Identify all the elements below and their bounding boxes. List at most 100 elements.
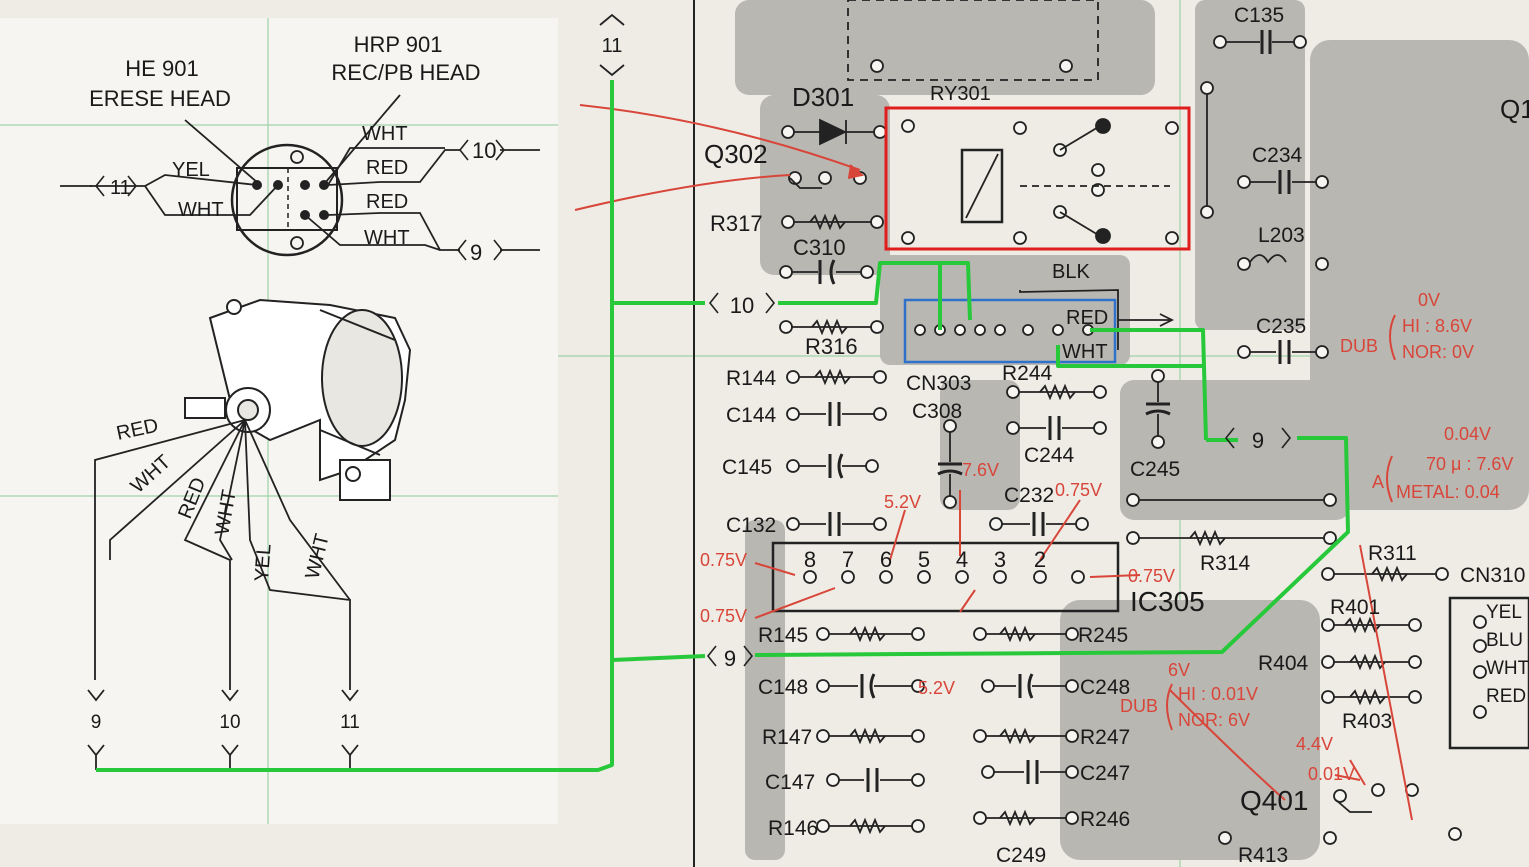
voltage-v5: 0.75V <box>1055 480 1102 500</box>
pin-wire-yel: YEL <box>172 159 210 181</box>
label-r401: R401 <box>1330 596 1380 619</box>
label-c245: C245 <box>1130 458 1180 481</box>
label-q302: Q302 <box>704 139 768 169</box>
dub-bottom-brace <box>1166 683 1173 731</box>
label-c145: C145 <box>722 456 772 479</box>
label-c232: C232 <box>1004 484 1054 507</box>
label-cn310: CN310 <box>1460 564 1525 587</box>
conn-ref-9-bottom: 9 <box>724 646 736 671</box>
label-r245: R245 <box>1078 624 1128 647</box>
label-c310: C310 <box>793 235 846 260</box>
label-c249: C249 <box>996 844 1046 867</box>
pcb-copper <box>735 0 1529 860</box>
voltage-v2: 0.75V <box>700 606 747 626</box>
voltage-v6: 0.75V <box>1128 566 1175 586</box>
head-diagram <box>60 94 540 770</box>
dub-top-hi: HI : 8.6V <box>1402 316 1472 336</box>
conn-ref-9-right: 9 <box>1252 428 1264 453</box>
label-r145: R145 <box>758 624 808 647</box>
ic-pin-6: 6 <box>880 547 892 572</box>
tape-a-label: A <box>1372 472 1384 492</box>
pin-wire-red-1: RED <box>366 157 408 179</box>
label-c147: C147 <box>765 771 815 794</box>
tape-line2: METAL: 0.04 <box>1396 482 1500 502</box>
voltage-v1: 0.75V <box>700 550 747 570</box>
pcb-graphics <box>599 0 1529 845</box>
rec-head-model: HRP 901 <box>354 32 443 57</box>
bottom-terminal-10: 10 <box>219 712 240 733</box>
connector-ref-11-left: 11 <box>110 177 131 199</box>
label-r147: R147 <box>762 726 812 749</box>
bottom-terminal-9: 9 <box>91 712 102 733</box>
label-ic305: IC305 <box>1130 586 1205 617</box>
voltage-v4: 7.6V <box>962 460 999 480</box>
label-r316: R316 <box>805 334 858 359</box>
voltage-v9: 4.4V <box>1296 734 1333 754</box>
label-r403: R403 <box>1342 710 1392 733</box>
label-c235: C235 <box>1256 315 1306 338</box>
label-l203: L203 <box>1258 224 1305 247</box>
label-r314: R314 <box>1200 552 1251 575</box>
label-r317: R317 <box>710 211 763 236</box>
dub-bottom-label: DUB <box>1120 696 1158 716</box>
ic-pin-5: 5 <box>918 547 930 572</box>
dub-top-0v: 0V <box>1418 290 1440 310</box>
ic-pin-4: 4 <box>956 547 968 572</box>
dub-top-brace <box>1389 314 1396 361</box>
lead-yel: YEL <box>251 543 276 582</box>
label-c148: C148 <box>758 676 808 699</box>
label-r144: R144 <box>726 367 777 390</box>
cn310-wire-wht: WHT <box>1486 658 1529 679</box>
dub-bottom-nor: NOR: 6V <box>1178 710 1250 730</box>
connector-ref-10-right: 10 <box>472 138 496 163</box>
wire-label-red: RED <box>1066 307 1108 329</box>
relay-highlight-box <box>884 106 1191 251</box>
voltage-v10: 0.01V <box>1308 764 1355 784</box>
green-trace-highlight <box>96 80 1350 772</box>
pin-wire-red-2: RED <box>366 191 408 213</box>
label-c247: C247 <box>1080 762 1130 785</box>
ic-pin-2: 2 <box>1034 547 1046 572</box>
label-c132: C132 <box>726 514 776 537</box>
label-cn303: CN303 <box>906 372 971 395</box>
label-r246: R246 <box>1080 808 1130 831</box>
label-c144: C144 <box>726 404 777 427</box>
ic-pin-7: 7 <box>842 547 854 572</box>
conn-chevrons <box>94 139 1292 667</box>
label-c248: C248 <box>1080 676 1130 699</box>
bottom-terminal-11: 11 <box>340 712 360 733</box>
label-c234: C234 <box>1252 144 1303 167</box>
pin-wire-wht-1: WHT <box>362 123 408 145</box>
label-q401: Q401 <box>1240 785 1309 816</box>
voltage-v11: 0.04V <box>1444 424 1491 444</box>
head-connector-circle <box>230 143 344 257</box>
label-r146: R146 <box>768 817 818 840</box>
label-d301: D301 <box>792 82 854 112</box>
tape-line1: 70 μ : 7.6V <box>1426 454 1513 474</box>
ic-pin-3: 3 <box>994 547 1006 572</box>
label-r311: R311 <box>1368 542 1417 565</box>
erase-head-model: HE 901 <box>125 56 198 81</box>
dub-bottom-hi: HI : 0.01V <box>1178 684 1258 704</box>
pin-wire-wht-left: WHT <box>178 199 224 221</box>
label-r247: R247 <box>1080 726 1130 749</box>
rec-head-name: REC/PB HEAD <box>331 60 480 85</box>
label-c244: C244 <box>1024 444 1075 467</box>
top-connector-11: 11 <box>602 35 623 57</box>
dub-top-nor: NOR: 0V <box>1402 342 1474 362</box>
cn310-wire-blu: BLU <box>1486 630 1523 651</box>
label-c308: C308 <box>912 400 962 423</box>
dub-top-label: DUB <box>1340 336 1378 356</box>
voltage-arrows <box>574 104 1413 821</box>
cn310-wire-red: RED <box>1486 686 1526 707</box>
cn310-wire-yel: YEL <box>1486 602 1522 623</box>
connector-ref-9-right: 9 <box>470 240 482 265</box>
label-r413: R413 <box>1238 844 1288 867</box>
label-ry301: RY301 <box>930 83 991 105</box>
wire-label-blk: BLK <box>1052 261 1090 283</box>
label-r244: R244 <box>1002 362 1053 385</box>
voltage-v3: 5.2V <box>884 492 921 512</box>
voltage-v8: 6V <box>1168 660 1190 680</box>
conn-ref-10: 10 <box>730 293 754 318</box>
